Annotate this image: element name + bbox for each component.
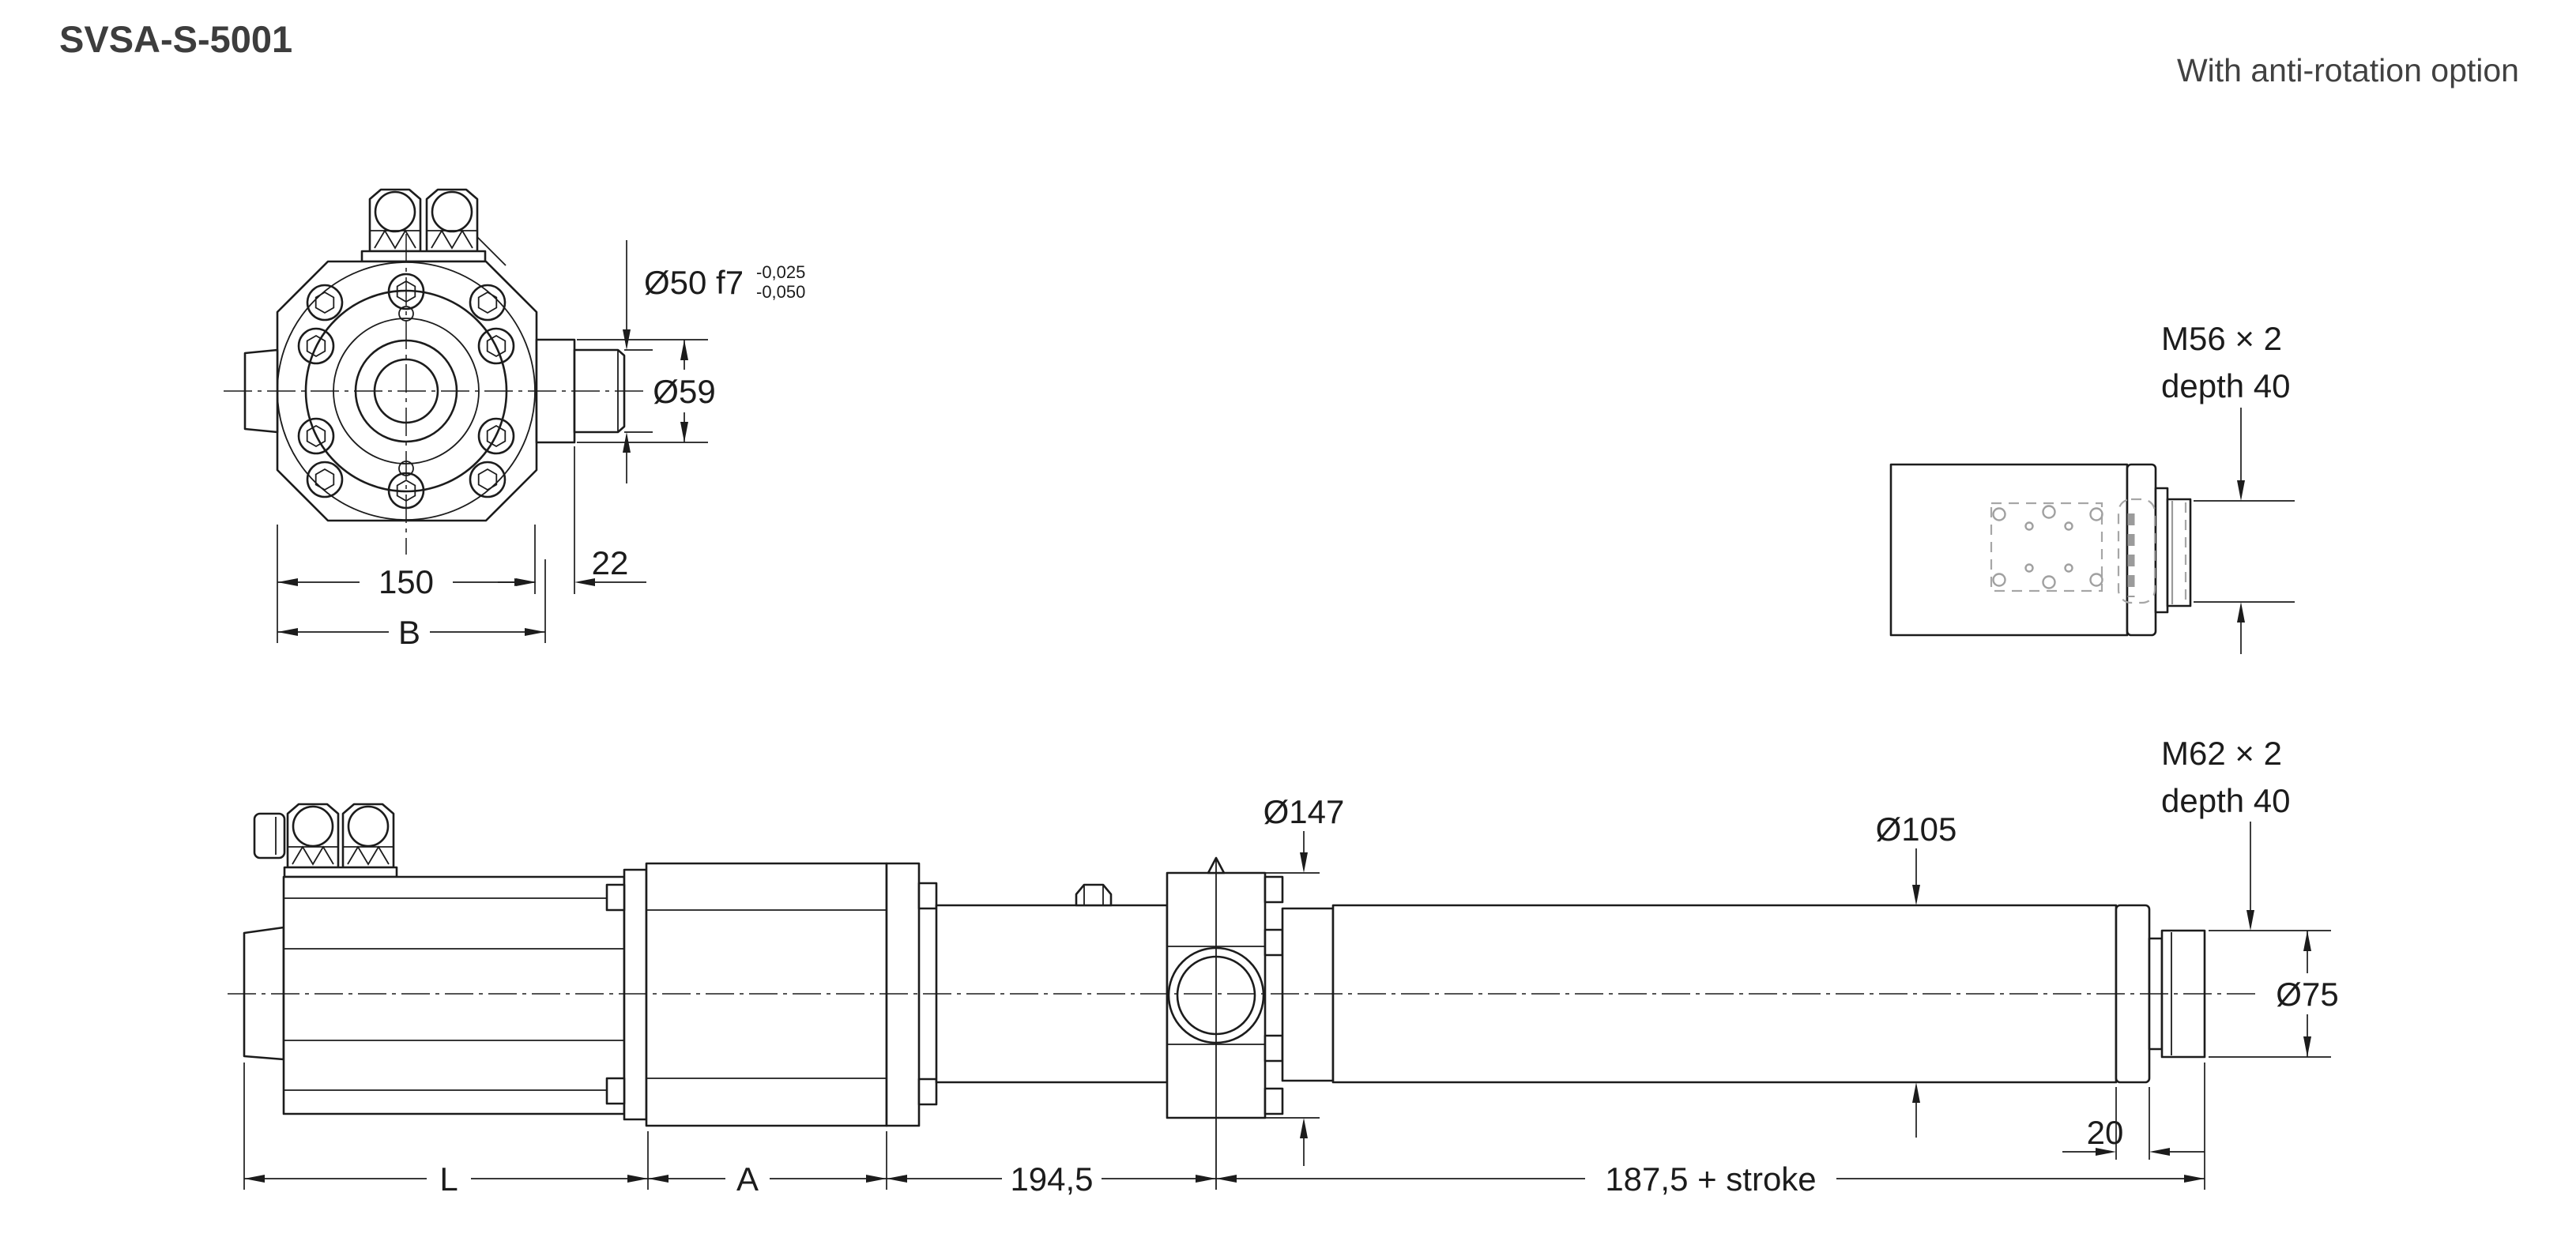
- dim-tube-dia: Ø105: [1876, 811, 1957, 1138]
- rod-end-thread-label: M56 × 2: [2161, 320, 2282, 357]
- intermediate-tube: [935, 883, 1169, 1084]
- rod-end-view: M56 × 2 depth 40: [1889, 320, 2295, 654]
- gearbox: [605, 862, 938, 1127]
- dim-overall-width: B: [277, 559, 546, 651]
- dim-shaft-dia: Ø50 f7 -0,025 -0,050: [623, 240, 805, 483]
- overall-width-label: B: [398, 614, 420, 651]
- hidden-thread-pattern: [2117, 498, 2156, 604]
- rod-dia-label: Ø75: [2276, 976, 2338, 1013]
- flange-width-label: 150: [378, 563, 434, 600]
- rod-depth-label: depth 40: [2161, 782, 2291, 819]
- dim-chain-bottom: L A 194,5 187,5 + stroke: [243, 1063, 2205, 1198]
- rod-end-collar: [2126, 463, 2157, 637]
- tube-dia-label: Ø105: [1876, 811, 1957, 848]
- dim-block-dia: Ø147: [1264, 793, 1345, 1166]
- front-connectors: [360, 188, 507, 266]
- rod-end-tip: [2166, 498, 2192, 607]
- rod-end-depth-label: depth 40: [2161, 367, 2291, 404]
- shaft-tol-lower-label: -0,050: [756, 282, 805, 302]
- gearbox-length-label: A: [736, 1160, 759, 1198]
- rod-end-body: [1889, 463, 2129, 637]
- boss-dia-label: Ø59: [653, 373, 715, 410]
- boss-length-label: 22: [592, 544, 629, 581]
- dim-boss-length: 22: [498, 446, 646, 594]
- motor-body: [243, 875, 626, 1115]
- front-view: Ø50 f7 -0,025 -0,050 Ø59 22: [224, 188, 805, 651]
- page-title: SVSA-S-5001: [59, 18, 292, 60]
- motor-length-label: L: [439, 1160, 458, 1198]
- side-view: Ø147 Ø105 M62 × 2 depth 40: [228, 735, 2358, 1198]
- shaft-dia-label: Ø50 f7: [644, 264, 744, 301]
- collar-width-label: 20: [2087, 1114, 2124, 1151]
- anti-rotation-block: [1166, 856, 1335, 1190]
- shaft-tol-upper-label: -0,025: [756, 262, 805, 282]
- dim-rod-thread: M62 × 2 depth 40: [2161, 735, 2291, 931]
- dim-rod-end-thread: M56 × 2 depth 40: [2161, 320, 2295, 654]
- side-connectors: [253, 803, 398, 878]
- dim-flange-width: 150: [277, 525, 536, 643]
- dim-collar-width: 20: [2062, 1087, 2205, 1160]
- hidden-hole-pattern: [1990, 502, 2103, 592]
- mid-length-label: 194,5: [1010, 1160, 1093, 1198]
- dim-rod-dia: Ø75: [2209, 930, 2358, 1058]
- stroke-length-label: 187,5 + stroke: [1605, 1160, 1816, 1198]
- anti-rotation-note: With anti-rotation option: [2177, 52, 2519, 88]
- block-dia-label: Ø147: [1264, 793, 1345, 830]
- rod-thread-label: M62 × 2: [2161, 735, 2282, 772]
- rod-end-neck: [2154, 487, 2169, 614]
- dim-boss-dia: Ø59: [577, 339, 724, 443]
